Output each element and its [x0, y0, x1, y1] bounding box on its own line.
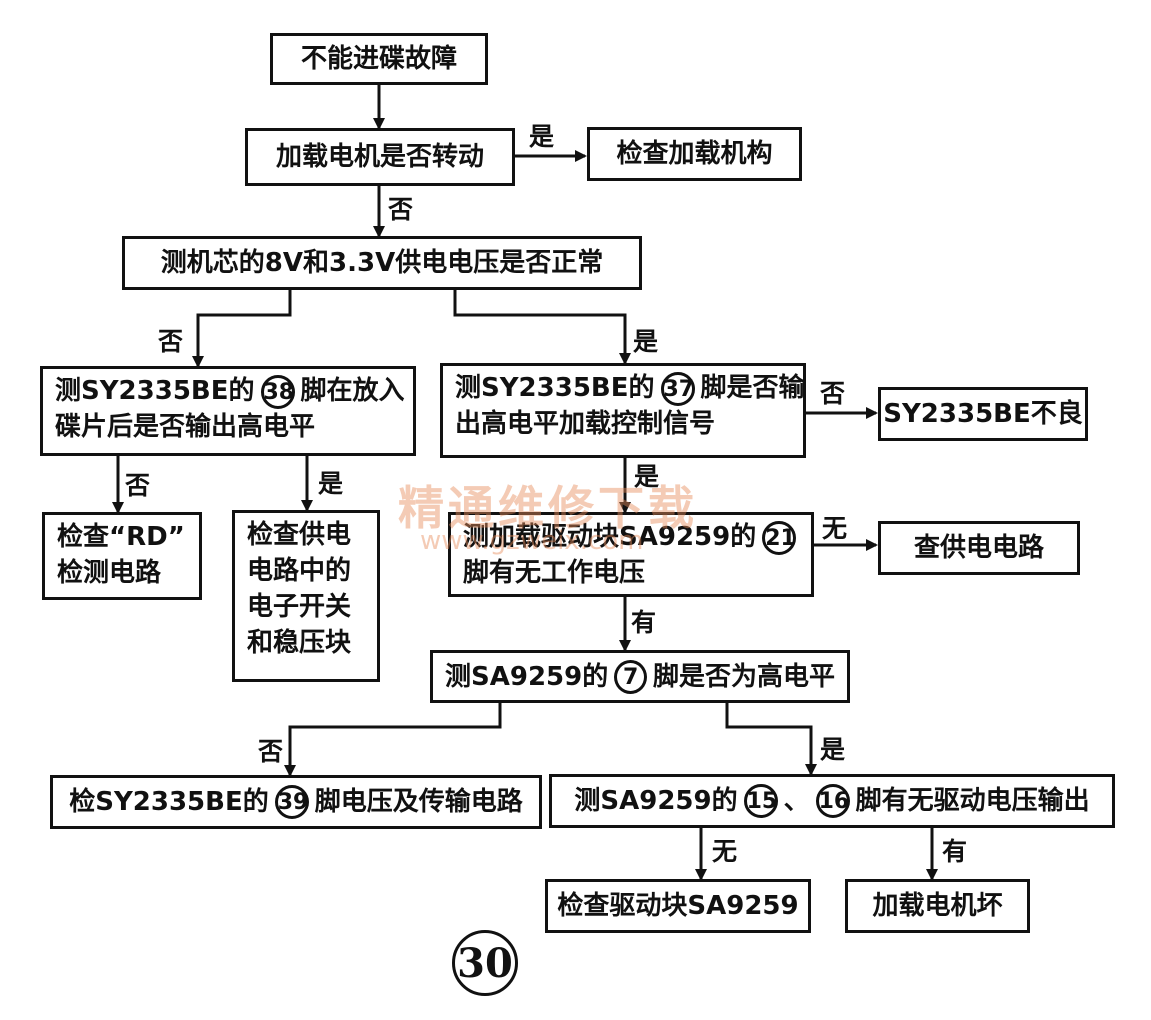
check-supply-circuit-text: 查供电电路	[913, 533, 1044, 563]
pin39-prefix: 检SY2335BE的	[69, 787, 269, 817]
arrow-supply-yes	[453, 288, 631, 365]
loading-motor-node: 加载电机是否转动	[245, 128, 515, 186]
label-pin7-no: 否	[258, 737, 284, 766]
pin38-line2: 碟片后是否输出高电平	[55, 412, 316, 442]
pin38-suffix: 脚在放入	[300, 376, 405, 406]
supply-voltage-node: 测机芯的8V和3.3V供电电压是否正常	[122, 236, 642, 290]
arrow-pin7-no	[284, 703, 502, 777]
watermark-url: www.gzweix.com	[420, 526, 644, 556]
check-switch-line4: 和稳压块	[247, 628, 352, 658]
label-motor-yes: 是	[529, 122, 555, 151]
page-number-text: 30	[457, 939, 513, 987]
driver-pin21-prefix: 测加载驱动块SA9259的	[463, 522, 757, 552]
pin37-number-badge: 37	[660, 371, 695, 406]
driver-pin21-line2: 脚有无工作电压	[463, 558, 646, 588]
supply-voltage-text: 测机芯的8V和3.3V供电电压是否正常	[160, 248, 604, 278]
label-pin21-has: 有	[631, 608, 657, 637]
sy-bad-text: SY2335BE不良	[883, 399, 1083, 429]
label-pin21-none: 无	[822, 514, 848, 543]
pin15-separator: 、	[783, 786, 810, 816]
pin15-number-badge: 15	[743, 784, 778, 818]
check-loading-mech-node: 检查加载机构	[587, 127, 802, 181]
watermark-title: 精通维修下载	[398, 481, 698, 535]
check-rd-node: 检查“RD” 检测电路	[42, 512, 202, 600]
pin38-prefix: 测SY2335BE的	[55, 376, 255, 406]
pin21-number-badge: 21	[762, 520, 797, 555]
pin39-suffix: 脚电压及传输电路	[314, 787, 523, 817]
label-pin37-no: 否	[820, 379, 846, 408]
pin7-number-badge: 7	[614, 659, 647, 694]
label-pin38-no: 否	[125, 471, 151, 500]
label-pin7-yes: 是	[820, 735, 846, 764]
check-switch-line1: 检查供电	[247, 520, 352, 550]
loading-motor-text: 加载电机是否转动	[275, 142, 484, 172]
motor-bad-text: 加载电机坏	[872, 891, 1003, 921]
sy-bad-node: SY2335BE不良	[878, 387, 1088, 441]
label-pin37-yes: 是	[634, 462, 660, 491]
arrow-pin7-yes	[725, 703, 817, 776]
label-pin15-none: 无	[712, 837, 738, 866]
check-rd-line2: 检测电路	[57, 558, 162, 588]
pin37-suffix: 脚是否输	[700, 373, 805, 403]
check-supply-circuit-node: 查供电电路	[878, 521, 1080, 575]
label-motor-no: 否	[388, 195, 414, 224]
start-node: 不能进碟故障	[270, 33, 488, 85]
page-number-badge: 30	[452, 930, 518, 996]
label-pin38-yes: 是	[318, 469, 344, 498]
check-loading-mech-text: 检查加载机构	[616, 139, 773, 169]
arrow-supply-no	[192, 288, 292, 368]
pin7-prefix: 测SA9259的	[445, 661, 609, 692]
start-text: 不能进碟故障	[300, 44, 457, 74]
pin38-number-badge: 38	[260, 374, 295, 409]
check-rd-line1: 检查“RD”	[57, 522, 185, 552]
pin15-suffix: 脚有无驱动电压输出	[855, 786, 1090, 816]
pin15-prefix: 测SA9259的	[574, 786, 738, 816]
pin39-number-badge: 39	[274, 785, 309, 819]
motor-bad-node: 加载电机坏	[845, 879, 1030, 933]
pin7-suffix: 脚是否为高电平	[652, 661, 835, 692]
check-switch-node: 检查供电 电路中的 电子开关 和稳压块	[232, 510, 380, 682]
check-driver-node: 检查驱动块SA9259	[545, 879, 811, 933]
check-driver-text: 检查驱动块SA9259	[557, 891, 799, 921]
pin37-line2: 出高电平加载控制信号	[455, 409, 716, 439]
check-switch-line3: 电子开关	[247, 592, 352, 622]
pin16-number-badge: 16	[815, 784, 850, 818]
pin37-prefix: 测SY2335BE的	[455, 373, 655, 403]
label-supply-yes: 是	[633, 327, 659, 356]
label-supply-no: 否	[158, 327, 184, 356]
check-switch-line2: 电路中的	[247, 556, 352, 586]
label-pin15-has: 有	[942, 837, 968, 866]
